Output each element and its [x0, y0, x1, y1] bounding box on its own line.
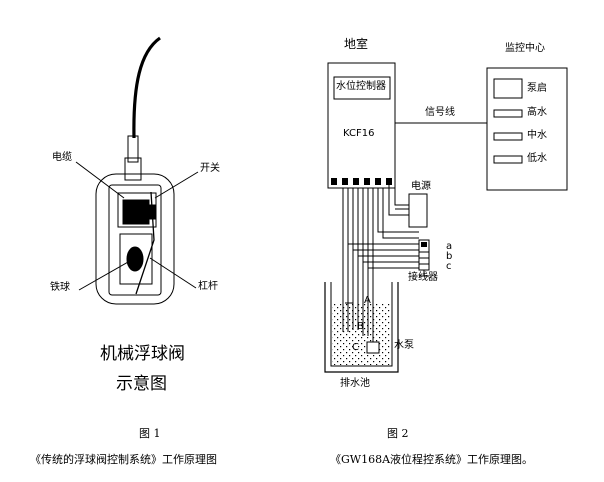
junction-label: 接线器 — [408, 272, 438, 283]
monitor-indicator-4 — [493, 155, 523, 164]
iron-ball — [126, 246, 144, 272]
terminal-blocks — [331, 178, 392, 185]
basement-label: 地室 — [344, 37, 369, 51]
monitor-indicator-1 — [493, 78, 523, 99]
power-wire — [388, 185, 409, 216]
pit-water — [332, 304, 391, 365]
junction-a: a — [446, 241, 453, 252]
junction-wires — [348, 188, 419, 269]
controller-label: 水位控制器 — [336, 81, 386, 92]
level-control-figure — [324, 62, 568, 373]
monitor-item-pump: 泵启 — [527, 83, 547, 94]
lever-label: 杠杆 — [198, 281, 218, 292]
probe-a-label: A — [364, 295, 371, 306]
monitor-item-mid: 中水 — [527, 130, 547, 141]
fig1-caption: 《传统的浮球阀控制系统》工作原理图 — [30, 453, 217, 466]
cable-leader — [75, 161, 125, 199]
fig1-number: 图 1 — [139, 427, 161, 440]
pit-walls — [324, 282, 399, 373]
switch-block — [122, 199, 150, 225]
signal-label: 信号线 — [425, 107, 455, 118]
pit-label: 排水池 — [340, 378, 370, 389]
monitor-item-high: 高水 — [527, 107, 547, 118]
pump-label: 水泵 — [394, 340, 414, 351]
monitor-center-box — [486, 67, 568, 191]
junction-c: c — [446, 261, 452, 272]
cable-label: 电缆 — [52, 152, 72, 163]
controller-label-box — [333, 76, 391, 100]
monitor-indicator-2 — [493, 109, 523, 118]
iron-ball-label: 铁球 — [50, 282, 70, 293]
fig1-title-line1: 机械浮球阀 — [100, 344, 185, 364]
monitor-center-label: 监控中心 — [505, 43, 545, 54]
monitor-indicator-3 — [493, 132, 523, 141]
lever-leader — [149, 257, 197, 289]
controller-cabinet — [327, 62, 396, 189]
float-valve-figure — [75, 36, 199, 305]
probe-b-label: B — [357, 321, 364, 332]
switch-label: 开关 — [200, 163, 220, 174]
ball-leader — [78, 261, 129, 291]
fig2-number: 图 2 — [387, 427, 409, 440]
fig1-title-line2: 示意图 — [116, 374, 167, 394]
float-body — [95, 173, 175, 305]
cable-line — [132, 36, 161, 139]
probe-c-label: C — [352, 342, 359, 353]
fig2-caption: 《GW168A液位程控系统》工作原理图。 — [330, 453, 534, 466]
power-label: 电源 — [411, 181, 431, 192]
monitor-item-low: 低水 — [527, 153, 547, 164]
lever-line — [135, 191, 155, 295]
switch-housing — [117, 192, 157, 228]
cable-sleeve — [127, 135, 139, 163]
controller-model: KCF16 — [343, 128, 375, 139]
pump — [366, 341, 380, 354]
switch-leader — [154, 171, 199, 199]
junction-b: b — [446, 251, 453, 262]
power-supply — [408, 193, 428, 228]
